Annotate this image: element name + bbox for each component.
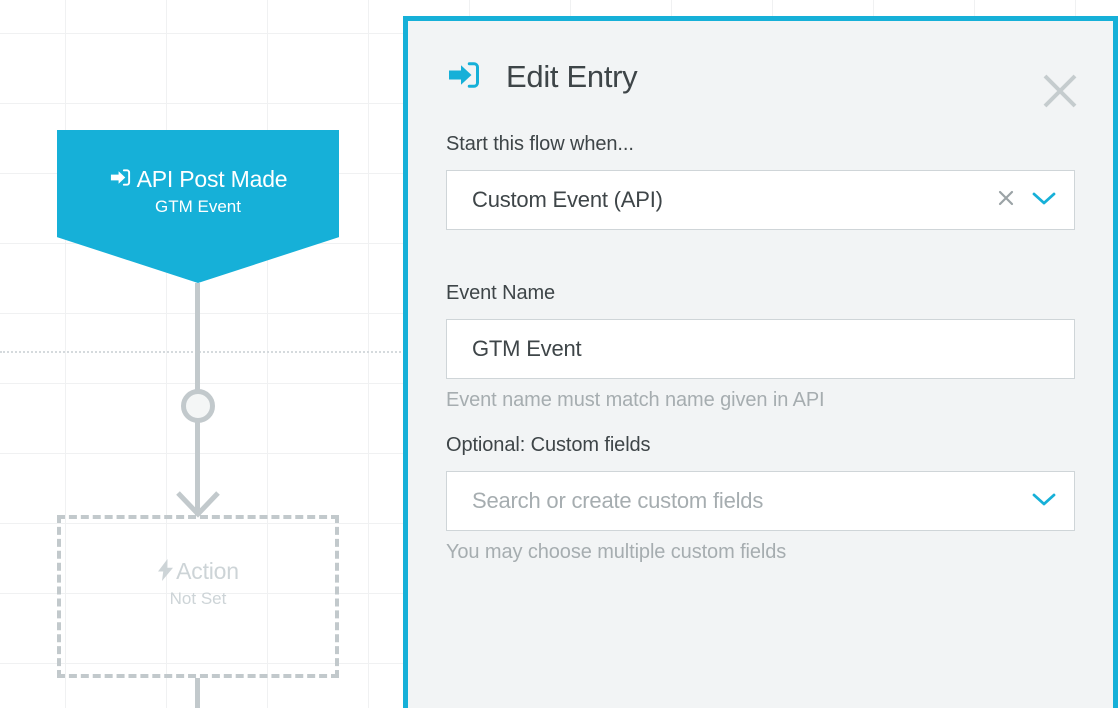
- flow-node-action-title-row: Action: [61, 557, 335, 587]
- entry-boundary-divider: [0, 351, 405, 353]
- field-label-custom-fields: Optional: Custom fields: [446, 434, 651, 456]
- trigger-select[interactable]: Custom Event (API): [446, 170, 1075, 230]
- edit-entry-panel-body: Edit Entry Start this flow when... Custo…: [408, 21, 1113, 708]
- page-title: Edit Entry: [506, 59, 638, 94]
- flow-node-action-subtitle: Not Set: [169, 589, 227, 608]
- field-label-event-name: Event Name: [446, 282, 556, 304]
- clear-icon[interactable]: [996, 188, 1016, 213]
- flow-node-trigger-title-row: API Post Made: [57, 165, 339, 195]
- sign-in-icon: [109, 166, 132, 195]
- flow-connector-line-lower: [195, 678, 200, 708]
- trigger-select-value: Custom Event (API): [472, 187, 663, 212]
- flow-node-trigger[interactable]: API Post Made GTM Event: [57, 130, 339, 283]
- flow-node-trigger-subtitle: GTM Event: [155, 197, 241, 216]
- flow-connector-arrow-icon: [175, 489, 221, 519]
- event-name-input-value: GTM Event: [472, 336, 582, 361]
- custom-fields-select[interactable]: Search or create custom fields: [446, 471, 1075, 531]
- close-icon[interactable]: [1037, 68, 1083, 114]
- lightning-bolt-icon: [157, 559, 174, 587]
- panel-header: Edit Entry: [446, 43, 1075, 111]
- sign-in-icon: [446, 57, 482, 98]
- field-hint-custom-fields: You may choose multiple custom fields: [446, 541, 787, 563]
- flow-node-action-placeholder[interactable]: Action Not Set: [57, 515, 339, 678]
- field-hint-event-name: Event name must match name given in API: [446, 389, 825, 411]
- chevron-down-icon[interactable]: [1030, 188, 1058, 213]
- flow-node-trigger-title: API Post Made: [136, 166, 288, 192]
- flow-connector-node[interactable]: [181, 389, 215, 423]
- flow-node-action-title: Action: [176, 558, 239, 584]
- custom-fields-placeholder: Search or create custom fields: [472, 488, 764, 513]
- edit-entry-panel: Edit Entry Start this flow when... Custo…: [403, 16, 1118, 708]
- chevron-down-icon[interactable]: [1030, 489, 1058, 514]
- event-name-input[interactable]: GTM Event: [446, 319, 1075, 379]
- field-label-trigger: Start this flow when...: [446, 133, 634, 155]
